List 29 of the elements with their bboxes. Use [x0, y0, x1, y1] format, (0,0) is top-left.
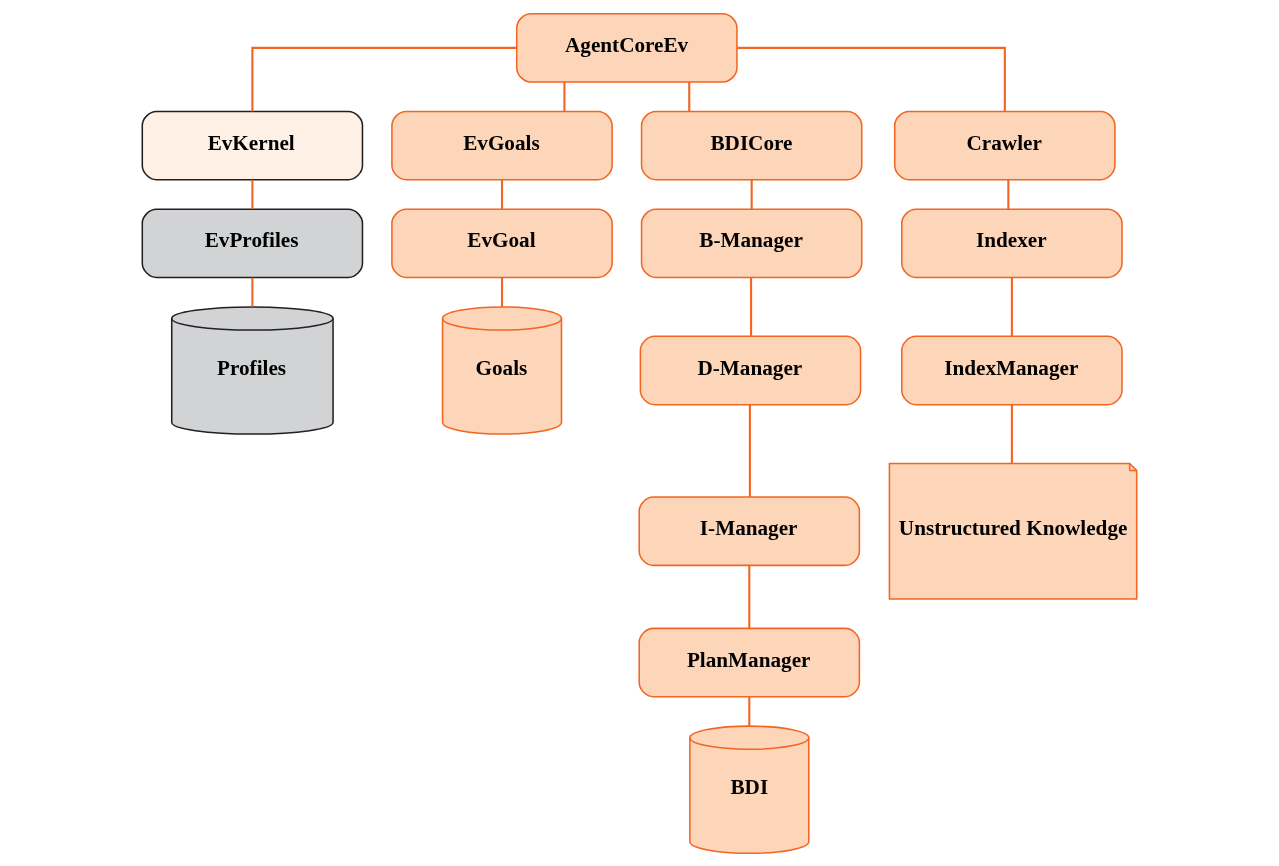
node-box: Crawler [893, 110, 1116, 180]
node-box: IndexManager [901, 335, 1123, 405]
node-box: PlanManager [638, 627, 861, 697]
connector [688, 81, 691, 111]
connector [1010, 277, 1013, 336]
connector [251, 277, 254, 307]
connector [737, 46, 1006, 111]
connector [1010, 404, 1013, 463]
node-box: AgentCoreEv [515, 12, 738, 83]
node-box: EvGoal [391, 207, 613, 278]
node-box: BDICore [640, 110, 863, 180]
connector [748, 696, 751, 726]
node-box: EvGoals [391, 110, 613, 180]
connector [251, 179, 254, 209]
connector [748, 404, 751, 497]
connector [563, 81, 566, 111]
connector [500, 179, 504, 209]
node-box: B-Manager [640, 207, 863, 278]
node-box: I-Manager [638, 495, 861, 566]
connector [500, 277, 504, 307]
node-box: EvKernel [141, 110, 364, 180]
connector [750, 179, 753, 209]
node-box: EvProfiles [141, 207, 364, 278]
node-box: D-Manager [639, 335, 862, 405]
connector [1007, 179, 1010, 209]
connector [748, 564, 751, 628]
connector [750, 277, 753, 336]
node-box: Indexer [901, 207, 1123, 278]
connector [251, 46, 517, 111]
